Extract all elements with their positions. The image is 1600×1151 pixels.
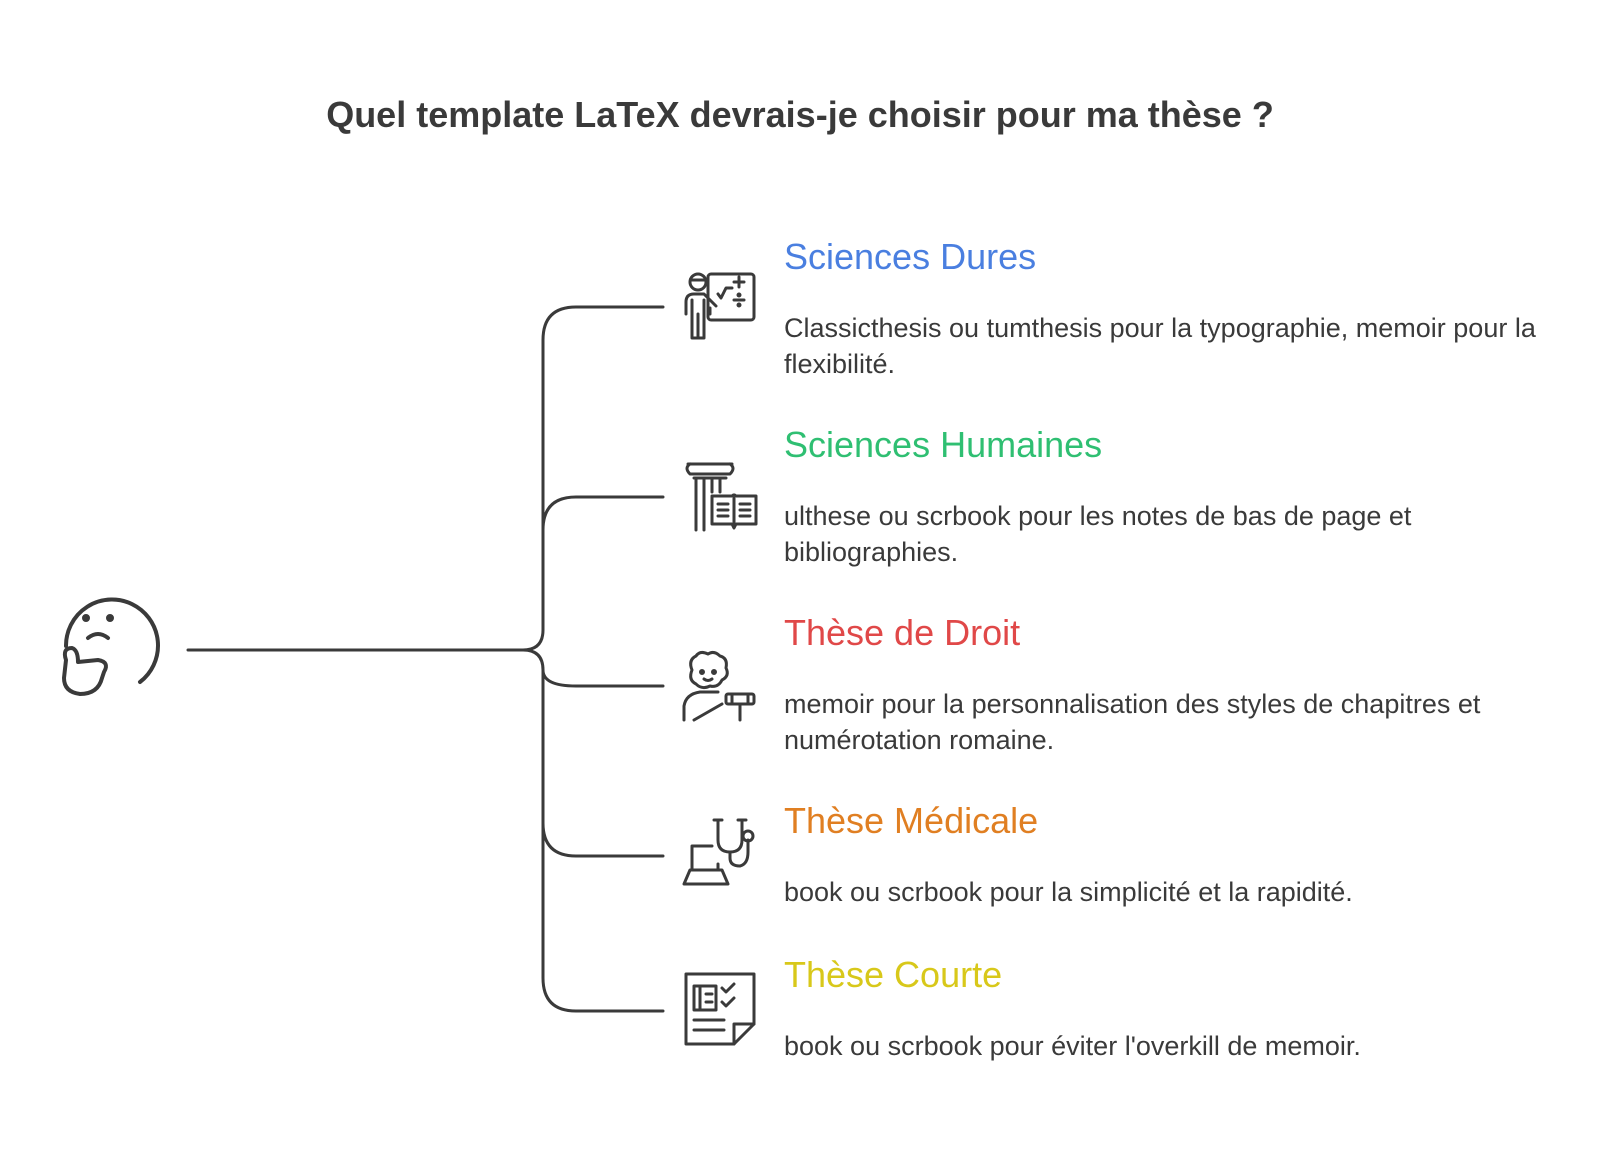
option-title: Thèse Courte	[784, 954, 1003, 995]
page-title: Quel template LaTeX devrais-je choisir p…	[326, 94, 1274, 135]
option-description: book ou scrbook pour la simplicité et la…	[784, 877, 1353, 907]
option-description: Classicthesis ou tumthesis pour la typog…	[784, 313, 1536, 379]
branch-line-2	[541, 495, 665, 532]
thinking-face-icon	[54, 590, 164, 710]
option-description: ulthese ou scrbook pour les notes de bas…	[784, 501, 1412, 567]
option-title: Sciences Dures	[784, 236, 1037, 277]
trunk-line	[186, 305, 665, 652]
branch-line-5	[541, 821, 665, 1013]
column-book-icon	[682, 458, 758, 534]
option-title: Sciences Humaines	[784, 424, 1103, 465]
branch-line-4	[541, 668, 665, 858]
option-description: memoir pour la personnalisation des styl…	[784, 689, 1481, 755]
option-title: Thèse de Droit	[784, 612, 1021, 653]
option-title: Thèse Médicale	[784, 800, 1039, 841]
judge-gavel-icon	[682, 648, 758, 724]
option-description: book ou scrbook pour éviter l'overkill d…	[784, 1031, 1361, 1061]
stethoscope-icon	[682, 816, 758, 892]
checklist-document-icon	[682, 970, 758, 1046]
teacher-math-board-icon	[682, 270, 758, 346]
